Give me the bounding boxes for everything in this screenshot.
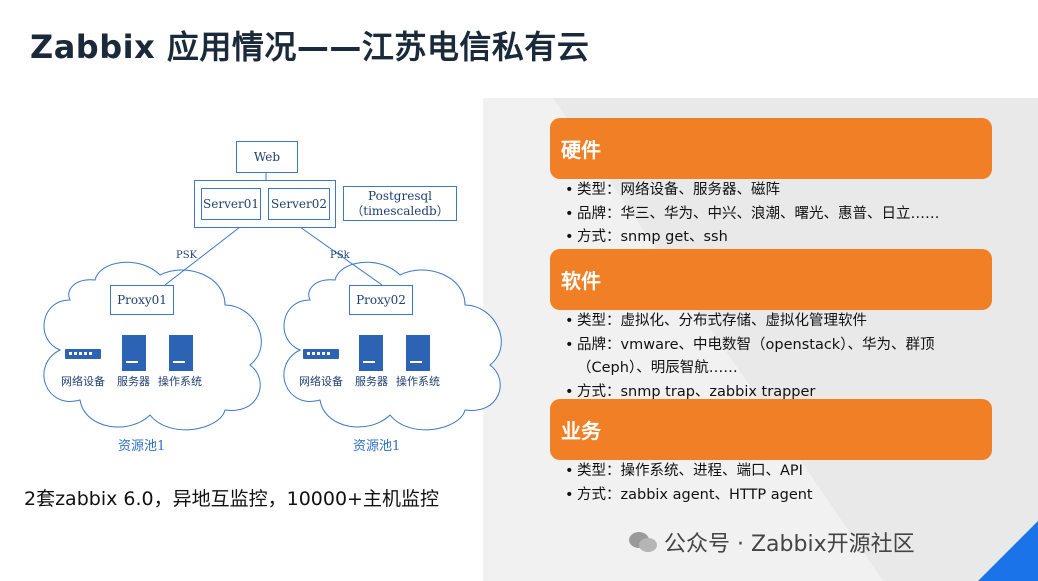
device-label-network: 网络设备: [299, 375, 343, 388]
summary-text: 2套zabbix 6.0，异地互监控，10000+主机监控: [24, 488, 439, 510]
corner-decoration: [978, 521, 1038, 581]
cloud-left: [43, 261, 262, 431]
bullet-list-hardware: •类型：网络设备、服务器、磁阵 •品牌：华三、华为、中兴、浪潮、曙光、惠普、日立…: [565, 179, 995, 250]
db-name: Postgresql: [368, 188, 432, 203]
proxy02-node: Proxy02: [349, 285, 413, 315]
bullet-text: 品牌：vmware、中电数智（openstack）、华为、群顶: [577, 336, 935, 353]
bullet-text: 品牌：华三、华为、中兴、浪潮、曙光、惠普、日立……: [577, 205, 940, 222]
wechat-icon: [629, 532, 657, 552]
bullet-list-business: •类型：操作系统、进程、端口、API •方式：zabbix agent、HTTP…: [565, 460, 995, 507]
bullet-item-continued: （Ceph）、明辰智航……: [565, 357, 995, 381]
diagram-lines: [43, 172, 502, 431]
db-extension: （timescaledb）: [351, 203, 449, 218]
bullet-text: 类型：网络设备、服务器、磁阵: [577, 182, 780, 198]
watermark: 公众号 · Zabbix开源社区: [628, 526, 915, 558]
watermark-text: 公众号 · Zabbix开源社区: [664, 532, 915, 557]
database-node: Postgresql （timescaledb）: [343, 186, 457, 221]
psk-label-left: PSK: [176, 250, 198, 261]
resource-pool-label-left: 资源池1: [118, 439, 166, 454]
bullet-text: 方式：snmp get、ssh: [577, 229, 728, 245]
page-title: Zabbix 应用情况——江苏电信私有云: [30, 28, 590, 66]
resource-pool-label-right: 资源池1: [353, 439, 401, 454]
os-icon: [406, 335, 430, 371]
server02-node: Server02: [268, 188, 330, 220]
psk-label-right: PSk: [330, 250, 350, 261]
os-icon: [169, 335, 193, 371]
bullet-text: 方式：zabbix agent、HTTP agent: [577, 486, 813, 503]
bullet-item: •品牌：vmware、中电数智（openstack）、华为、群顶: [565, 336, 935, 353]
server01-node: Server01: [201, 188, 261, 220]
network-device-icon: [65, 349, 101, 359]
background-panel: [483, 98, 1038, 581]
bullet-list-software: •类型：虚拟化、分布式存储、虚拟化管理软件 •品牌：vmware、中电数智（op…: [565, 310, 995, 404]
bullet-item: •类型：操作系统、进程、端口、API: [565, 463, 803, 479]
card-heading-business: 业务: [550, 399, 992, 460]
device-label-network: 网络设备: [61, 375, 105, 388]
bullet-item: •类型：虚拟化、分布式存储、虚拟化管理软件: [565, 313, 867, 329]
link-left: [164, 226, 241, 286]
proxy01-node: Proxy01: [110, 285, 174, 315]
server-icon: [122, 335, 146, 371]
web-node: Web: [236, 141, 298, 173]
card-heading-hardware: 硬件: [550, 118, 992, 179]
bullet-text: 方式：snmp trap、zabbix trapper: [577, 383, 816, 400]
bullet-item: •方式：snmp get、ssh: [565, 229, 728, 245]
device-label-os: 操作系统: [158, 375, 202, 388]
bullet-text: （Ceph）、明辰智航……: [577, 360, 738, 376]
link-right: [299, 226, 383, 286]
network-device-icon: [303, 349, 339, 359]
bullet-item: •类型：网络设备、服务器、磁阵: [565, 182, 780, 198]
card-heading-software: 软件: [550, 249, 992, 310]
bullet-text: 类型：操作系统、进程、端口、API: [577, 463, 803, 479]
bullet-item: •方式：snmp trap、zabbix trapper: [565, 383, 816, 400]
bullet-item: •品牌：华三、华为、中兴、浪潮、曙光、惠普、日立……: [565, 205, 940, 222]
server-icon: [359, 335, 383, 371]
device-label-server: 服务器: [355, 375, 388, 388]
device-label-server: 服务器: [117, 375, 150, 388]
bullet-item: •方式：zabbix agent、HTTP agent: [565, 486, 813, 503]
cloud-right: [283, 261, 502, 431]
device-label-os: 操作系统: [396, 375, 440, 388]
bullet-text: 类型：虚拟化、分布式存储、虚拟化管理软件: [577, 313, 867, 329]
